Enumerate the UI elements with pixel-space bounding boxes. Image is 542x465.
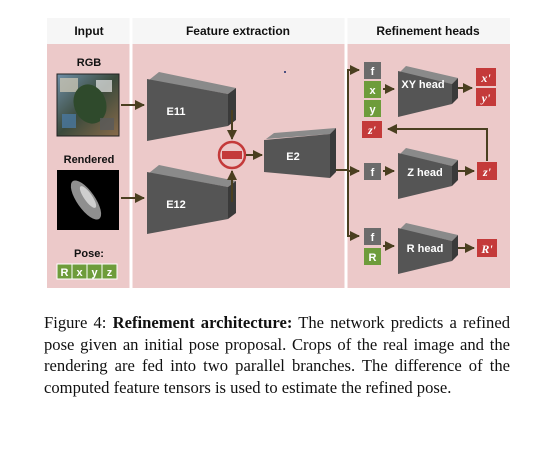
svg-text:XY head: XY head (401, 79, 444, 91)
svg-text:y: y (91, 267, 98, 279)
svg-text:E2: E2 (286, 151, 299, 163)
pose-label: Pose: (74, 248, 104, 260)
z-input-zprime (362, 121, 382, 138)
subtract-node (217, 140, 247, 170)
xy-head-inputs: f x y (364, 62, 381, 117)
encoder-e2: E2 (264, 128, 336, 178)
xy-head-outputs: x' y' (476, 68, 496, 106)
rgb-image (56, 73, 120, 137)
rendered-image (57, 170, 119, 230)
architecture-diagram: Input Feature extraction Refinement head… (47, 18, 510, 288)
svg-text:R head: R head (407, 243, 444, 255)
svg-text:R: R (369, 252, 377, 264)
stray-dot (284, 71, 286, 73)
svg-text:y: y (369, 104, 376, 116)
r-output (477, 239, 497, 257)
xy-input-x (364, 81, 381, 98)
xy-head: XY head (398, 66, 458, 117)
caption-title: Refinement architecture: (112, 313, 293, 332)
xy-output-y (476, 88, 496, 106)
xy-input-y (364, 100, 381, 117)
r-head: R head (398, 223, 458, 274)
svg-text:x: x (76, 267, 83, 279)
z-output-label: z' (482, 165, 492, 179)
r-output-label: R' (480, 242, 493, 256)
svg-text:f: f (371, 167, 375, 179)
z-output (477, 162, 497, 180)
input-column-title: Input (74, 24, 103, 38)
input-panel (47, 18, 131, 288)
svg-text:x: x (369, 85, 376, 97)
caption-label: Figure 4: (44, 313, 107, 332)
r-input-f (364, 228, 381, 245)
svg-text:z': z' (367, 123, 377, 137)
svg-text:E11: E11 (167, 106, 186, 118)
z-head-inputs: z' f (362, 121, 382, 180)
svg-text:x': x' (480, 71, 491, 85)
figure-caption: Figure 4: Refinement architecture: The n… (44, 312, 510, 398)
feature-header-band (131, 18, 346, 44)
z-head: Z head (398, 148, 458, 199)
refine-column-title: Refinement heads (376, 24, 480, 38)
svg-text:f: f (371, 232, 375, 244)
feature-column-title: Feature extraction (186, 24, 290, 38)
pose-tags: R x y z (56, 263, 118, 280)
r-input-r (364, 248, 381, 265)
refine-header-band (346, 18, 510, 44)
arrow-z-feedback (387, 124, 488, 161)
svg-text:R: R (61, 267, 69, 279)
svg-text:f: f (371, 66, 375, 78)
pose-tag-z (101, 263, 118, 280)
svg-text:Z head: Z head (407, 167, 442, 179)
svg-text:E12: E12 (166, 199, 186, 211)
r-head-inputs: f R (364, 228, 381, 265)
xy-input-f (364, 62, 381, 79)
z-input-f (364, 163, 381, 180)
rgb-label: RGB (77, 57, 102, 69)
input-header-band (47, 18, 131, 44)
xy-output-x (476, 68, 496, 86)
rendered-label: Rendered (64, 154, 115, 166)
svg-text:y': y' (480, 91, 491, 105)
encoder-e11: E11 (147, 72, 236, 141)
caption-text: The network predicts a refined pose give… (44, 313, 510, 397)
svg-text:z: z (107, 267, 113, 279)
